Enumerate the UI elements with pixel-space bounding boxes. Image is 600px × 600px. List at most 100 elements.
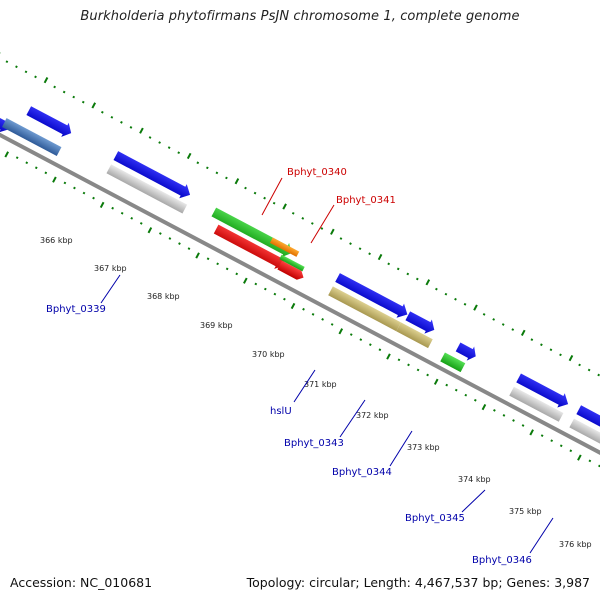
minor-tick: [349, 333, 353, 336]
gene-block-khaki[interactable]: [328, 286, 401, 332]
gene-block-red[interactable]: [277, 260, 306, 282]
minor-tick: [406, 272, 410, 276]
minor-tick: [473, 398, 477, 402]
minor-tick: [110, 115, 114, 119]
gene-block-blue[interactable]: [334, 270, 411, 321]
gene-block-blue[interactable]: [515, 371, 572, 411]
gene-labels: Bphyt_0340 Bphyt_0341 Bphyt_0339 hslU Bp…: [46, 167, 532, 566]
major-tick: [52, 176, 57, 183]
kbp-label: 369 kbp: [200, 321, 233, 330]
major-tick: [330, 228, 335, 235]
minor-tick: [53, 85, 56, 89]
major-tick: [338, 328, 344, 335]
gene-label-bphyt-0340[interactable]: Bphyt_0340: [287, 167, 347, 178]
gene-block-orange[interactable]: [269, 237, 300, 257]
gene-block-blue[interactable]: [25, 104, 75, 141]
minor-tick: [291, 211, 295, 215]
minor-tick: [435, 287, 438, 291]
minor-tick: [549, 348, 553, 352]
minor-tick: [225, 267, 229, 271]
minor-tick: [24, 70, 28, 74]
major-tick: [568, 354, 574, 362]
gene-block-red[interactable]: [212, 222, 288, 273]
minor-tick: [378, 348, 382, 352]
minor-tick: [272, 201, 276, 205]
gene-block-blue[interactable]: [404, 309, 438, 337]
gene-block-blue[interactable]: [575, 403, 600, 449]
minor-tick: [358, 247, 362, 251]
minor-tick: [320, 227, 324, 230]
gene-block-green[interactable]: [210, 205, 295, 260]
minor-tick: [205, 166, 209, 170]
minor-tick: [397, 358, 401, 362]
gene-block-steelblue[interactable]: [1, 118, 62, 157]
major-tick: [529, 429, 534, 436]
minor-tick: [530, 338, 534, 342]
kbp-label: 375 kbp: [509, 507, 542, 516]
minor-tick: [359, 338, 363, 341]
gene-label-bphyt-0343[interactable]: Bphyt_0343: [284, 438, 344, 449]
gene-block-blue[interactable]: [112, 149, 194, 202]
minor-tick: [559, 353, 562, 357]
minor-tick: [215, 171, 219, 175]
gene-label-bphyt-0339[interactable]: Bphyt_0339: [46, 304, 106, 315]
major-tick: [386, 353, 391, 360]
minor-tick: [177, 151, 181, 155]
major-tick: [43, 77, 49, 84]
minor-tick: [178, 242, 181, 245]
minor-tick: [569, 449, 573, 453]
minor-tick: [206, 257, 210, 261]
gene-block-blue[interactable]: [454, 340, 479, 363]
minor-tick: [168, 237, 172, 240]
gene-label-bphyt-0345[interactable]: Bphyt_0345: [405, 513, 465, 524]
gene-label-hslu[interactable]: hslU: [270, 406, 292, 417]
gene-label-bphyt-0346[interactable]: Bphyt_0346: [472, 555, 532, 566]
inner-tick-ring: [4, 151, 600, 468]
major-tick: [290, 302, 296, 310]
minor-tick: [34, 166, 38, 170]
major-tick: [147, 227, 153, 234]
minor-tick: [44, 171, 48, 175]
minor-tick: [550, 439, 554, 443]
kbp-label: 376 kbp: [559, 540, 592, 549]
minor-tick: [25, 161, 29, 165]
minor-tick: [263, 287, 267, 291]
gene-block-grey[interactable]: [569, 418, 600, 456]
minor-tick: [73, 186, 76, 190]
major-tick: [481, 403, 487, 411]
gene-label-bphyt-0344[interactable]: Bphyt_0344: [332, 467, 392, 478]
kbp-label: 373 kbp: [407, 443, 440, 452]
kbp-label: 374 kbp: [458, 475, 491, 484]
minor-tick: [159, 232, 162, 235]
gene-block-grey[interactable]: [106, 164, 188, 214]
gene-block-green[interactable]: [440, 352, 466, 373]
gene-label-bphyt-0341[interactable]: Bphyt_0341: [336, 195, 396, 206]
minor-tick: [5, 60, 9, 64]
minor-tick: [244, 186, 247, 190]
minor-tick: [368, 252, 371, 256]
minor-tick: [454, 297, 457, 301]
minor-tick: [273, 292, 277, 296]
minor-tick: [578, 363, 581, 367]
minor-tick: [34, 75, 37, 79]
gene-block-khaki[interactable]: [396, 322, 433, 349]
minor-tick: [129, 126, 133, 129]
minor-tick: [130, 216, 134, 220]
major-tick: [195, 252, 200, 259]
minor-tick: [111, 206, 114, 210]
major-tick: [99, 201, 105, 209]
minor-tick: [63, 181, 67, 185]
gene-block-green[interactable]: [279, 254, 305, 272]
gene-block-grey[interactable]: [509, 386, 564, 422]
minor-tick: [396, 267, 400, 271]
accession-text: Accession: NC_010681: [10, 575, 153, 590]
reverse-strand-features: [1, 118, 600, 456]
minor-tick: [445, 383, 449, 387]
minor-tick: [492, 318, 496, 321]
minor-tick: [407, 363, 410, 367]
minor-tick: [15, 156, 19, 160]
major-tick: [186, 152, 192, 160]
minor-tick: [254, 282, 258, 286]
major-tick: [577, 454, 582, 461]
